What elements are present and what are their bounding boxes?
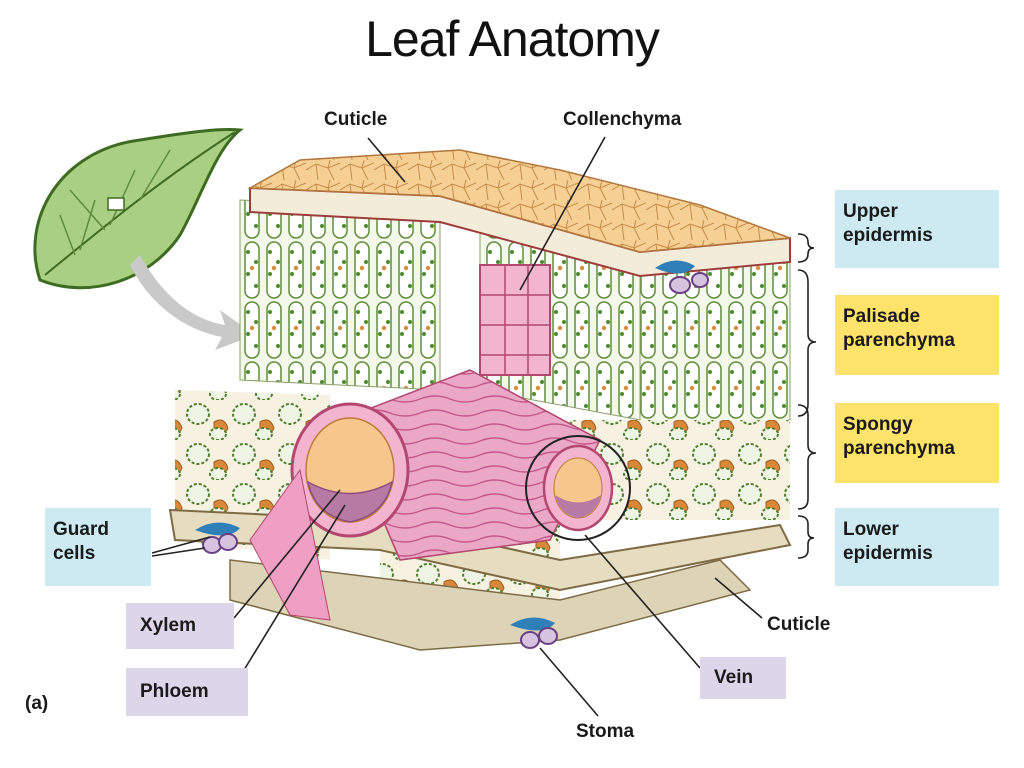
guard-cells-shape bbox=[195, 522, 240, 554]
box-guard-cells-line2: cells bbox=[53, 543, 96, 564]
upper-stoma-cells bbox=[655, 260, 709, 294]
label-cuticle-top: Cuticle bbox=[324, 109, 388, 130]
vein-highlight-circle bbox=[525, 435, 631, 541]
box-vein: Vein bbox=[700, 657, 786, 699]
box-phloem-text: Phloem bbox=[140, 681, 209, 702]
leader-lines bbox=[151, 136, 763, 717]
box-lower-epidermis-line2: epidermis bbox=[843, 543, 933, 564]
stoma-shape bbox=[510, 617, 558, 649]
box-lower-epidermis-line1: Lower bbox=[843, 519, 899, 540]
box-lower-epidermis: Lower epidermis bbox=[835, 508, 999, 586]
box-phloem: Phloem bbox=[126, 668, 248, 716]
box-guard-cells: Guard cells bbox=[45, 508, 151, 586]
page-title: Leaf Anatomy bbox=[365, 11, 660, 67]
box-guard-cells-line1: Guard bbox=[53, 519, 109, 540]
panel-letter: (a) bbox=[25, 693, 49, 714]
box-spongy-parenchyma: Spongy parenchyma bbox=[835, 403, 999, 483]
label-stoma: Stoma bbox=[576, 721, 635, 742]
box-palisade-line2: parenchyma bbox=[843, 330, 955, 351]
label-cuticle-bottom: Cuticle bbox=[767, 614, 831, 635]
box-spongy-line1: Spongy bbox=[843, 414, 913, 435]
box-upper-epidermis: Upper epidermis bbox=[835, 190, 999, 268]
box-spongy-line2: parenchyma bbox=[843, 438, 955, 459]
box-upper-epidermis-line2: epidermis bbox=[843, 225, 933, 246]
box-xylem-text: Xylem bbox=[140, 615, 196, 636]
box-vein-text: Vein bbox=[714, 667, 754, 688]
label-collenchyma: Collenchyma bbox=[563, 109, 682, 130]
layer-braces bbox=[797, 233, 817, 559]
box-palisade-parenchyma: Palisade parenchyma bbox=[835, 295, 999, 375]
leaf-cross-section-block bbox=[168, 149, 792, 651]
box-upper-epidermis-line1: Upper bbox=[843, 201, 898, 222]
box-palisade-line1: Palisade bbox=[843, 306, 921, 327]
box-xylem: Xylem bbox=[126, 603, 234, 649]
magnify-arrow bbox=[130, 255, 255, 350]
vein-tube bbox=[249, 369, 614, 621]
